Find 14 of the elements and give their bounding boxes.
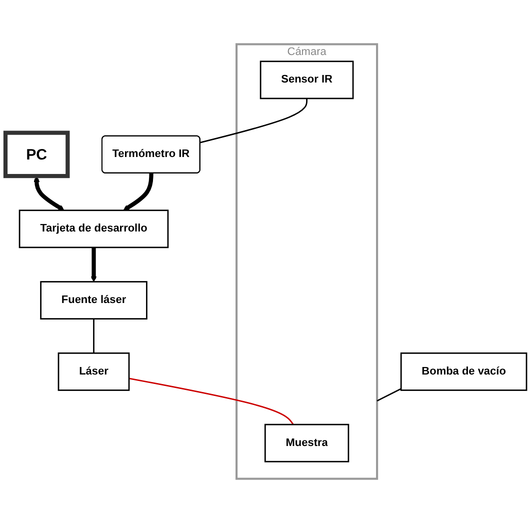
node-box: Sensor IR bbox=[260, 60, 354, 100]
node-box: Tarjeta de desarrollo bbox=[18, 210, 169, 248]
node-box: Fuente láser bbox=[40, 281, 148, 320]
arrow bbox=[90, 247, 97, 282]
connector bbox=[200, 98, 308, 144]
connector bbox=[93, 318, 94, 354]
arrow bbox=[34, 176, 64, 211]
node-box: PC bbox=[3, 130, 70, 178]
connector bbox=[376, 388, 402, 402]
node-box: Bomba de vacío bbox=[400, 352, 528, 391]
node-box: Muestra bbox=[264, 424, 350, 462]
connector bbox=[128, 378, 294, 425]
arrow bbox=[123, 173, 154, 211]
node-box: Láser bbox=[58, 352, 130, 391]
